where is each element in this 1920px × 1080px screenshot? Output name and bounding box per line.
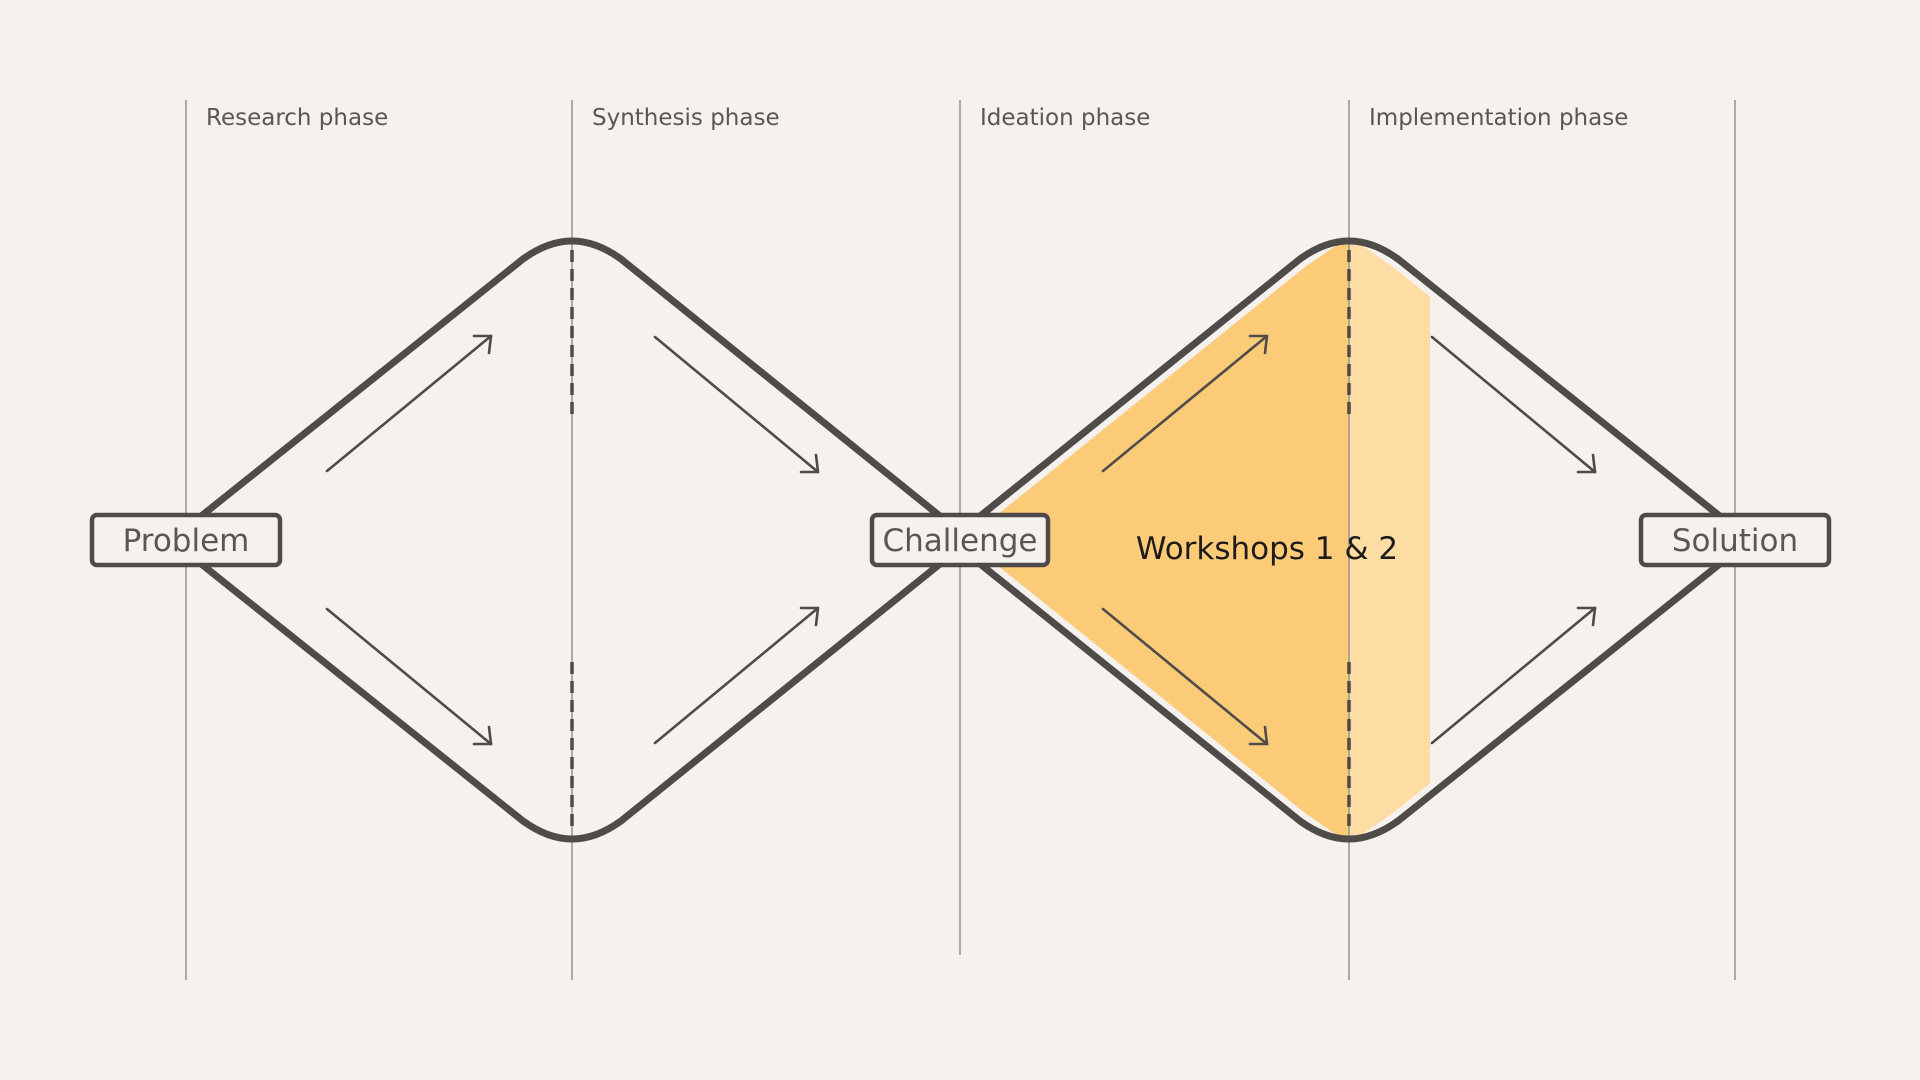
arrow-diverge-down-1 (325, 607, 493, 746)
workshop-label: Workshops 1 & 2 (1136, 531, 1398, 567)
solution-label: Solution (1672, 523, 1798, 559)
arrow-converge-down-1 (653, 335, 820, 474)
phase-label-implementation: Implementation phase (1369, 105, 1628, 131)
arrow-converge-up-1 (653, 606, 820, 745)
phase-label-ideation: Ideation phase (980, 105, 1150, 131)
challenge-node: Challenge (869, 512, 1051, 568)
phase-label-synthesis: Synthesis phase (592, 105, 780, 131)
left-diamond-outline (187, 237, 954, 843)
arrow-diverge-up-2 (1101, 334, 1269, 473)
highlight-light-fill (1350, 237, 1430, 843)
solution-node: Solution (1638, 512, 1832, 568)
arrow-converge-up-2 (1430, 606, 1597, 745)
arrow-diverge-down-2 (1101, 607, 1269, 746)
problem-node: Problem (89, 512, 283, 568)
right-diamond-outline (966, 237, 1734, 843)
arrow-converge-down-2 (1430, 335, 1597, 474)
problem-label: Problem (123, 523, 250, 559)
arrow-diverge-up-1 (325, 334, 493, 473)
challenge-label: Challenge (883, 523, 1038, 559)
phase-label-research: Research phase (206, 105, 388, 131)
